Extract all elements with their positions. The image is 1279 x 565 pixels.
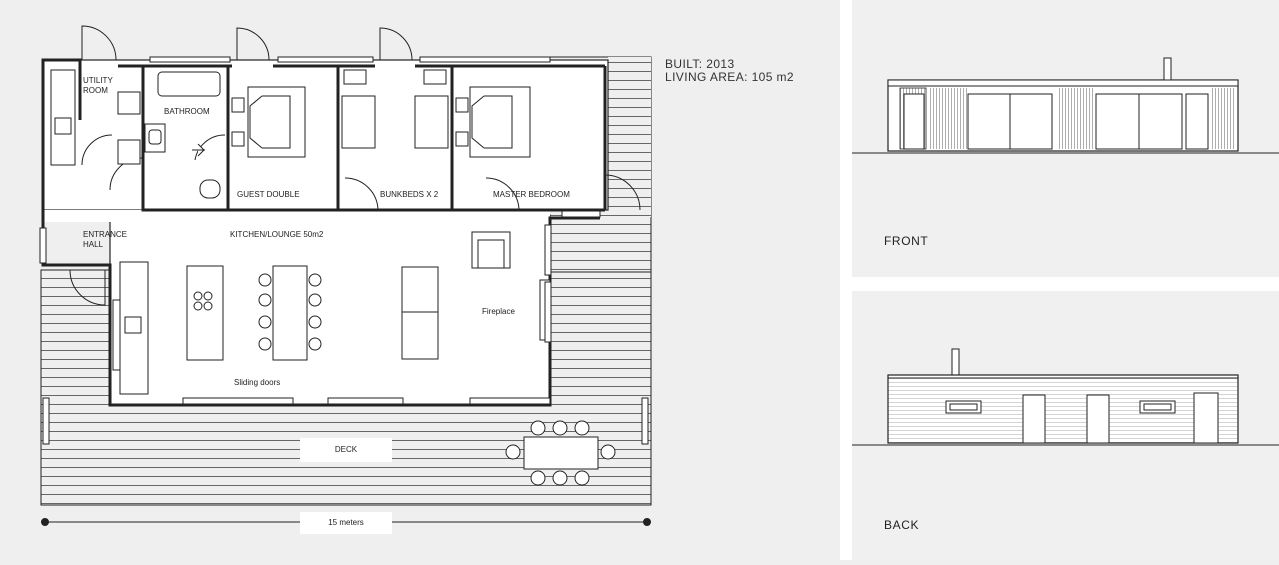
entrance-hall-label-line1: ENTRANCE — [83, 230, 127, 239]
master-bedroom-label: MASTER BEDROOM — [493, 190, 570, 199]
beds — [231, 69, 531, 158]
floor-plan-panel: UTILITY ROOM BATHROOM GUEST DOUBLE BUNKB… — [39, 25, 794, 534]
doors — [69, 25, 641, 306]
bathroom-label: BATHROOM — [164, 107, 210, 116]
fireplace-label: Fireplace — [482, 307, 515, 316]
deck-label-box — [300, 438, 392, 462]
entrance-hall-label-line2: HALL — [83, 240, 104, 249]
deck-posts — [42, 397, 649, 445]
back-elevation: BACK — [852, 348, 1279, 532]
house-info: BUILT: 2013 LIVING AREA: 105 m2 — [665, 58, 794, 84]
windows — [39, 56, 601, 405]
deck-label: DECK — [335, 445, 358, 454]
kitchen-lounge-label: KITCHEN/LOUNGE 50m2 — [230, 230, 324, 239]
utility-room-label-line2: ROOM — [83, 86, 108, 95]
back-elevation-panel: BACK — [852, 291, 1279, 560]
front-label: FRONT — [884, 234, 928, 248]
bathroom-fixtures — [144, 71, 221, 199]
utility-room-label-line1: UTILITY — [83, 76, 113, 85]
panel-separator-vertical — [840, 0, 852, 560]
walls — [41, 58, 607, 407]
back-label: BACK — [884, 518, 919, 532]
kitchen-furniture — [112, 231, 551, 395]
panel-separator-horizontal — [852, 277, 1279, 291]
utility-fixtures — [50, 69, 141, 166]
front-elevation: FRONT — [852, 57, 1279, 248]
scale-bar — [41, 512, 651, 534]
sliding-doors-label: Sliding doors — [234, 378, 280, 387]
guest-double-label: GUEST DOUBLE — [237, 190, 300, 199]
floor-plan: UTILITY ROOM BATHROOM GUEST DOUBLE BUNKB… — [39, 25, 652, 534]
bunkbeds-label: BUNKBEDS X 2 — [380, 190, 439, 199]
front-elevation-panel: FRONT — [852, 0, 1279, 277]
built-year: BUILT: 2013 — [665, 57, 735, 71]
living-area: LIVING AREA: 105 m2 — [665, 70, 794, 84]
scale-label: 15 meters — [328, 518, 364, 527]
outdoor-table — [505, 420, 616, 486]
